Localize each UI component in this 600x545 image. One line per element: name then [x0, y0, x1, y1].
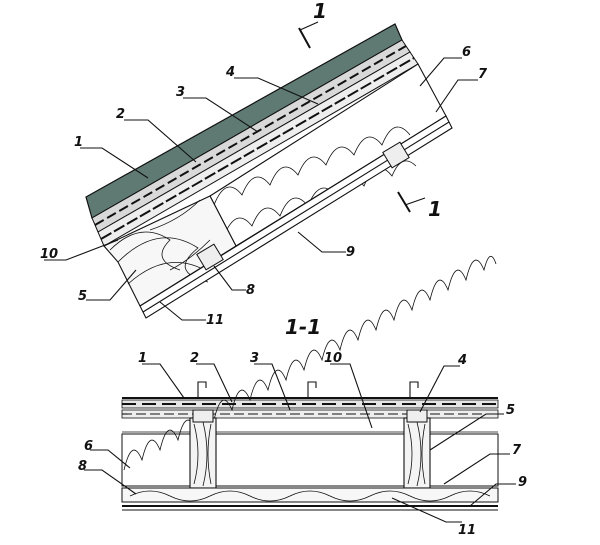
batten-upper [382, 141, 410, 169]
leader-l5 [429, 413, 504, 451]
label-l5: 5 [506, 403, 515, 418]
cut-line-bottom [397, 191, 411, 213]
leader-l8 [84, 469, 137, 495]
label-l11: 11 [458, 523, 476, 538]
label-u7: 7 [478, 67, 488, 82]
leader-u2 [124, 119, 197, 163]
batten-left [192, 409, 214, 423]
leader-u9 [297, 231, 346, 253]
leader-u3 [183, 97, 259, 133]
inclined-roof-section: 1 1 1 2 3 4 6 7 10 5 8 9 11 [40, 0, 488, 328]
leader-u4 [234, 77, 319, 105]
label-u4: 4 [225, 65, 235, 80]
leader-u10 [44, 239, 119, 261]
leader-u11 [159, 301, 206, 321]
batten-lower [196, 243, 224, 271]
leader-l6 [90, 449, 131, 469]
batten-right [406, 409, 428, 423]
cut-arrow-top [299, 21, 319, 31]
insulation-section [121, 433, 499, 487]
label-l9: 9 [518, 475, 527, 490]
rafter-right [403, 417, 431, 489]
label-u1: 1 [74, 135, 83, 150]
leader-l11 [391, 497, 462, 523]
leader-l2 [196, 363, 233, 403]
label-u2: 2 [116, 107, 125, 122]
leader-l4 [419, 365, 460, 413]
label-l6: 6 [84, 439, 93, 454]
rafter-left-grain [193, 421, 212, 487]
leader-u8 [213, 265, 246, 291]
leader-l9 [469, 483, 516, 507]
label-l1: 1 [138, 351, 147, 366]
section-title: 1-1 [285, 315, 321, 339]
rafter-right-grain [407, 421, 426, 487]
leader-l7 [443, 453, 510, 485]
leader-u7 [435, 79, 478, 113]
cross-section-1-1: 1 2 3 10 4 5 6 7 8 9 11 [78, 256, 527, 538]
vapour-line [100, 57, 415, 240]
label-u9: 9 [346, 245, 355, 260]
label-l3: 3 [250, 351, 259, 366]
label-u10: 10 [40, 247, 58, 262]
label-l8: 8 [78, 459, 87, 474]
label-l4: 4 [457, 353, 467, 368]
leader-u6 [419, 57, 462, 87]
seam-1 [197, 381, 207, 398]
label-l2: 2 [190, 351, 199, 366]
leader-l3 [254, 363, 291, 411]
label-u11: 11 [206, 313, 224, 328]
membrane-line [94, 45, 407, 226]
label-l10: 10 [324, 351, 342, 366]
cut-label-top: 1 [313, 0, 327, 23]
cut-label-bottom: 1 [428, 197, 442, 221]
cut-line-top [298, 27, 311, 49]
wood-grain [109, 199, 211, 285]
insulation-waves-lower [123, 256, 497, 471]
leader-l1 [142, 363, 185, 399]
lining-wood [121, 487, 499, 503]
label-u6: 6 [462, 45, 471, 60]
insulation-waves [213, 126, 417, 237]
label-u5: 5 [78, 289, 87, 304]
label-u8: 8 [246, 283, 255, 298]
leader-l10 [330, 363, 373, 429]
seam-2 [307, 381, 317, 398]
lining-wood-grain [129, 490, 491, 502]
rafter-left [189, 417, 217, 489]
leader-u1 [80, 147, 149, 179]
leader-u5 [86, 269, 137, 301]
seam-3 [409, 381, 419, 398]
label-u3: 3 [176, 85, 185, 100]
cut-arrow-bottom [404, 197, 426, 206]
label-l7: 7 [512, 443, 522, 458]
